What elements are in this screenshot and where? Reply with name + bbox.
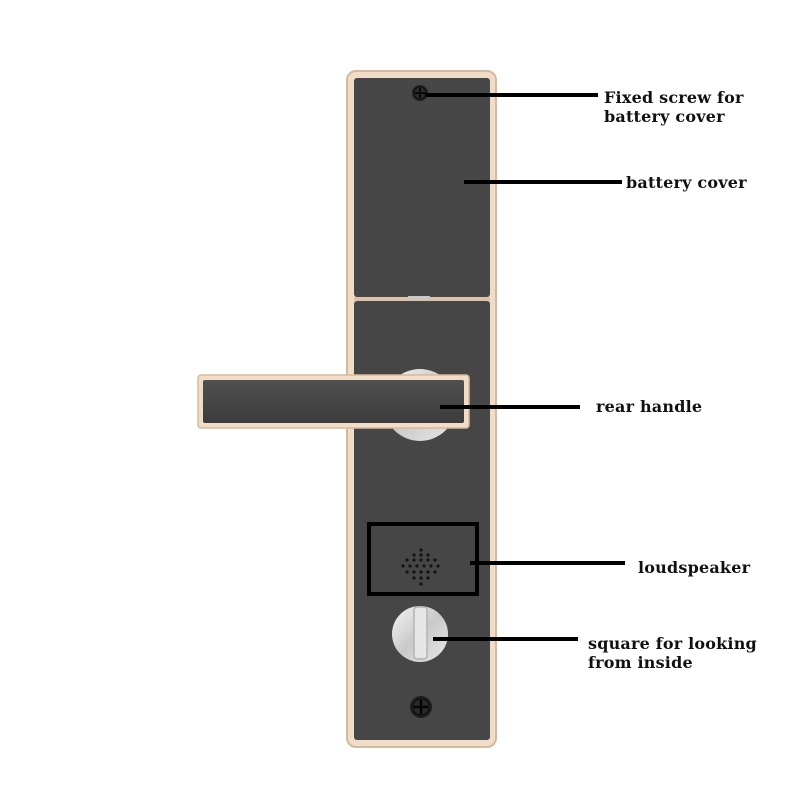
seam-notch [408,296,430,299]
thumb-turn-label: square for looking from inside [588,634,757,672]
body-panel [354,301,490,740]
rear-handle-label: rear handle [596,397,703,416]
fixed-screw-icon [412,85,428,101]
rear-handle [197,374,470,429]
loudspeaker-label: loudspeaker [638,558,751,577]
loudspeaker-box [367,522,479,596]
bottom-screw-icon [410,696,432,718]
fixed-screw-label-line2: battery cover [604,107,725,126]
leader-lines [425,93,625,641]
fixed-screw-label: Fixed screw for battery cover [604,88,744,126]
thumb-turn-knob [392,606,448,662]
thumb-turn-label-line1: square for looking [588,634,757,653]
battery-cover-label: battery cover [626,173,747,192]
battery-cover-panel [354,78,490,297]
speaker-grille-icon [401,548,440,586]
thumb-turn-label-line2: from inside [588,653,693,672]
fixed-screw-label-line1: Fixed screw for [604,88,744,107]
